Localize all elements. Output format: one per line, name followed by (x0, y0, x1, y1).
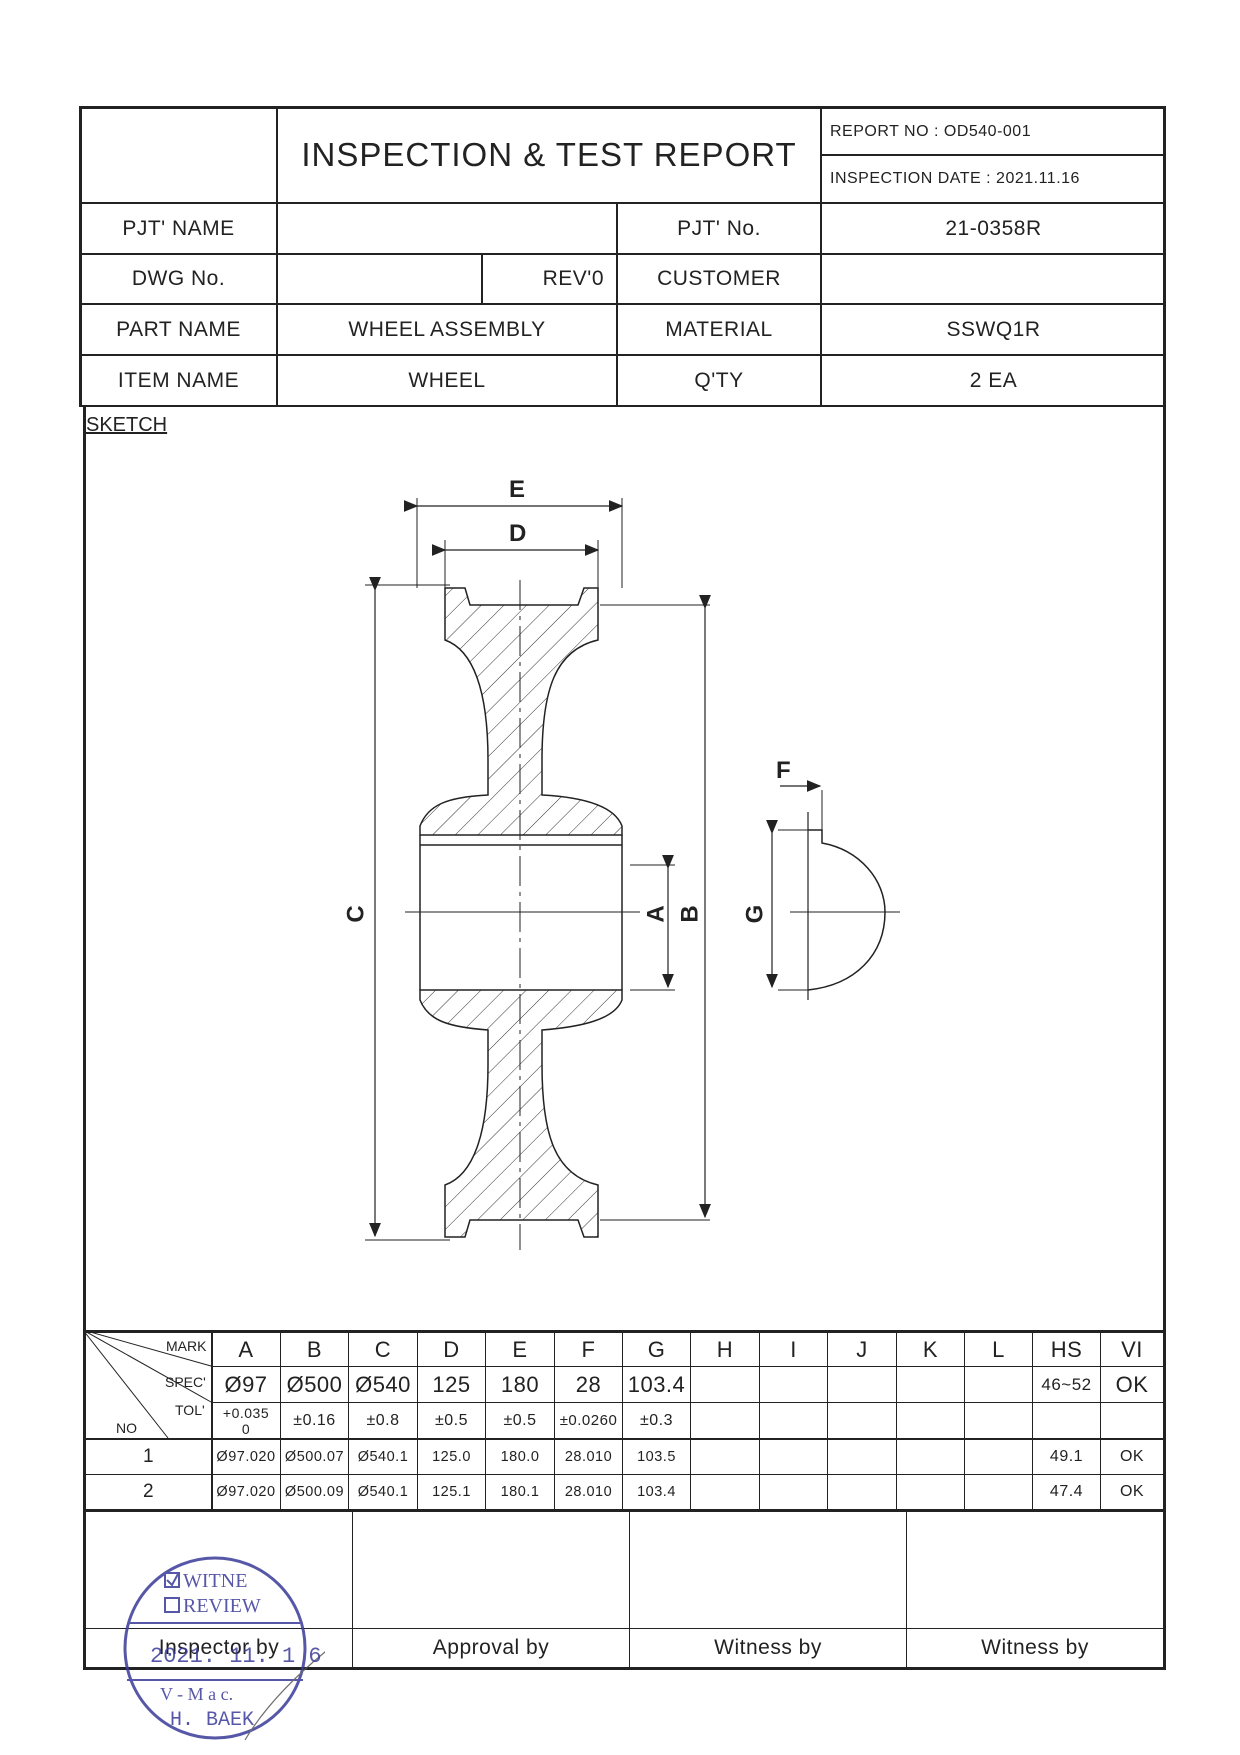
wheel-sketch (365, 498, 900, 1250)
rev-label: REV'0 (542, 267, 604, 290)
meas-e: 180.0 (500, 1449, 540, 1465)
meas-e: 180.1 (500, 1484, 540, 1500)
dim-label-c: C (342, 905, 370, 923)
item-name-value: WHEEL (408, 368, 486, 392)
dim-label-a: A (642, 905, 670, 923)
mark-d: D (443, 1336, 460, 1362)
pjt-no-label: PJT' No. (677, 216, 761, 240)
mark-h: H (716, 1336, 734, 1362)
mark-i: I (790, 1336, 797, 1362)
meas-f: 28.010 (564, 1484, 613, 1500)
qty-label: Q'TY (694, 368, 744, 392)
stamp-name-text: H. BAEK (170, 1709, 254, 1732)
meas-d: 125.1 (432, 1484, 471, 1500)
row-no: 2 (142, 1481, 155, 1502)
mark-c: C (374, 1336, 392, 1362)
tol-b: ±0.16 (293, 1411, 336, 1429)
spec-hs: 46~52 (1041, 1374, 1092, 1394)
customer-label: CUSTOMER (657, 267, 781, 290)
meas-hs: 49.1 (1049, 1448, 1084, 1465)
tol-c: ±0.8 (366, 1411, 400, 1429)
material-label: MATERIAL (665, 317, 773, 341)
corner-spec-label: SPEC' (165, 1374, 206, 1390)
inspection-date: INSPECTION DATE : 2021.11.16 (830, 170, 1080, 187)
wheel-top-section (419, 587, 623, 836)
stamp-mark-text: V - M a c. (160, 1684, 233, 1704)
dim-label-f: F (776, 757, 791, 784)
pjt-no-value: 21-0358R (945, 216, 1042, 240)
tol-f: ±0.0260 (559, 1412, 618, 1429)
dwg-no-label: DWG No. (131, 267, 226, 290)
inspector-by-label: Inspector by (158, 1636, 280, 1659)
pjt-name-label: PJT' NAME (122, 216, 235, 240)
report-number: REPORT NO : OD540-001 (830, 123, 1032, 140)
mark-k: K (922, 1336, 939, 1362)
tol-a: +0.035 0 (222, 1404, 270, 1437)
material-value: SSWQ1R (946, 317, 1041, 341)
dim-label-e: E (509, 476, 526, 503)
meas-d: 125.0 (432, 1449, 471, 1465)
mark-g: G (647, 1336, 666, 1362)
stamp-date-text: 2021. 11. 1 6 (150, 1644, 322, 1669)
mark-j: J (856, 1336, 868, 1362)
sketch-label: SKETCH (86, 414, 168, 436)
inspection-stamp: WITNE REVIEW 2021. 11. 1 6 V - M a c. H.… (123, 1556, 325, 1741)
meas-hs: 47.4 (1049, 1483, 1084, 1500)
meas-g: 103.4 (637, 1484, 676, 1500)
table-corner-diagonals (83, 1330, 212, 1439)
spec-g: 103.4 (627, 1371, 686, 1397)
mark-f: F (581, 1336, 596, 1362)
mark-a: A (238, 1336, 254, 1362)
dim-label-d: D (509, 520, 527, 547)
meas-b: Ø500.07 (284, 1449, 345, 1465)
stamp-review-text: REVIEW (183, 1595, 261, 1617)
corner-mark-label: MARK (166, 1338, 207, 1354)
spec-d: 125 (432, 1371, 471, 1397)
tol-e: ±0.5 (503, 1411, 537, 1429)
witness-by-label-2: Witness by (981, 1636, 1089, 1659)
meas-c: Ø540.1 (357, 1484, 409, 1500)
meas-b: Ø500.09 (284, 1484, 345, 1500)
mark-b: B (306, 1336, 323, 1362)
meas-f: 28.010 (564, 1449, 613, 1465)
part-name-label: PART NAME (116, 317, 241, 341)
wheel-bottom-section (419, 989, 623, 1238)
meas-a: Ø97.020 (216, 1484, 276, 1500)
tol-d: ±0.5 (434, 1411, 469, 1429)
dim-label-g: G (741, 904, 769, 924)
dim-label-b: B (676, 905, 704, 923)
witness-by-label-1: Witness by (714, 1636, 822, 1659)
key-slot-view (807, 829, 886, 991)
stamp-witness-text: WITNE (183, 1570, 247, 1592)
tol-g: ±0.3 (639, 1411, 674, 1429)
mark-hs: HS (1050, 1336, 1083, 1362)
spec-f: 28 (575, 1371, 602, 1397)
approval-by-label: Approval by (432, 1636, 550, 1659)
mark-l: L (992, 1336, 1005, 1362)
mark-vi: VI (1121, 1336, 1143, 1362)
corner-tol-label: TOL' (175, 1402, 205, 1418)
meas-vi: OK (1119, 1448, 1145, 1465)
row-no: 1 (142, 1446, 155, 1467)
meas-a: Ø97.020 (216, 1449, 276, 1465)
spec-vi: OK (1115, 1371, 1149, 1397)
meas-c: Ø540.1 (357, 1449, 409, 1465)
meas-g: 103.5 (637, 1449, 676, 1465)
part-name-value: WHEEL ASSEMBLY (348, 317, 546, 341)
corner-no-label: NO (116, 1420, 137, 1436)
qty-value: 2 EA (969, 368, 1018, 392)
item-name-label: ITEM NAME (117, 368, 240, 392)
spec-c: Ø540 (355, 1371, 411, 1397)
meas-vi: OK (1119, 1483, 1145, 1500)
mark-e: E (512, 1336, 528, 1362)
spec-b: Ø500 (286, 1371, 343, 1397)
spec-e: 180 (500, 1371, 540, 1397)
spec-a: Ø97 (224, 1371, 268, 1397)
report-title: INSPECTION & TEST REPORT (301, 136, 797, 173)
